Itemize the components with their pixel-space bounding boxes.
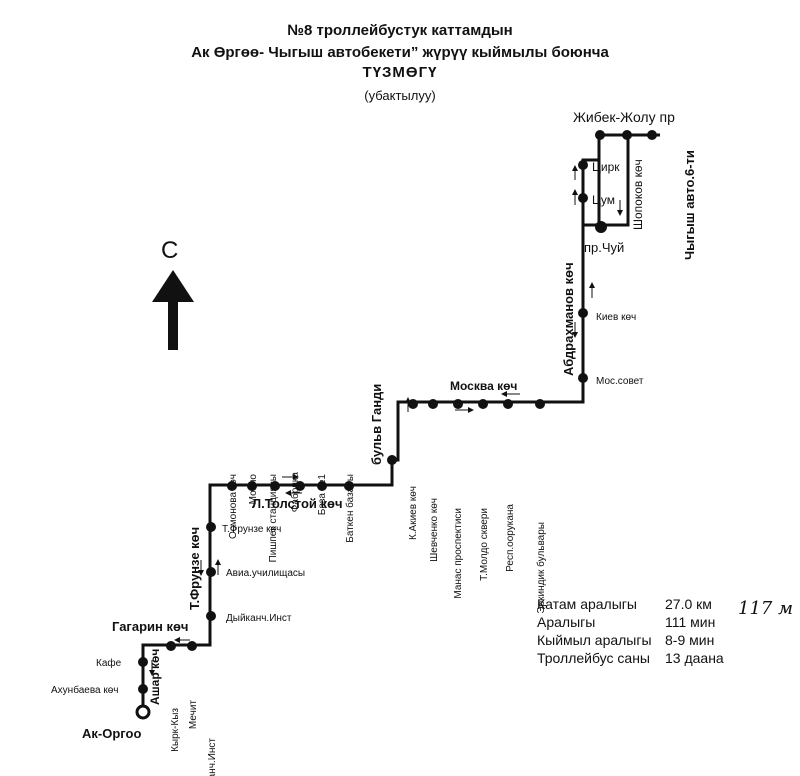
- stop-label-tsirk: Цирк: [592, 160, 620, 174]
- stop-dot: [247, 481, 257, 491]
- stop-dot: [344, 481, 354, 491]
- stop-dot: [595, 130, 605, 140]
- stop-label-batken: Баткен базары: [344, 474, 356, 543]
- street-label-zhibek-zholu: Жибек-Жолу пр: [573, 109, 675, 125]
- street-label-gandi: бульв Ганди: [369, 384, 384, 465]
- terminus-circle: [135, 704, 151, 720]
- stop-dot: [578, 308, 588, 318]
- stop-label-kyrk-kyz: Кырк-Кыз: [170, 708, 181, 752]
- stop-label-osmonova: Осмонова көч: [228, 474, 239, 539]
- stop-label-erkindik: Эркиндик бульвары: [535, 522, 547, 614]
- stop-label-baza1: База №1: [317, 474, 328, 516]
- stop-label-tsum: Цум: [592, 193, 615, 207]
- info-period-value: 111 мин: [665, 614, 716, 630]
- stop-dot: [227, 481, 237, 491]
- title-line-2: Ак Өргөө- Чыгыш автобекети” жүрүү кыймыл…: [191, 44, 609, 61]
- direction-arrows: [149, 165, 623, 676]
- stop-dot: [317, 481, 327, 491]
- info-count-label: Троллейбус саны: [537, 650, 650, 666]
- stop-dot: [206, 522, 216, 532]
- stop-label-mechit: Мечит: [188, 700, 199, 729]
- stop-dot: [647, 130, 657, 140]
- stop-dot: [166, 641, 176, 651]
- info-interval-value: 8-9 мин: [665, 632, 715, 648]
- stop-dot: [578, 160, 588, 170]
- title-subtitle: (убактылуу): [364, 88, 436, 103]
- stop-label-pishpek: Пишпек станциясы: [268, 474, 279, 562]
- stop-dot: [295, 481, 305, 491]
- stop-dot: [270, 481, 280, 491]
- stop-label-resp-oruk: Респ.оорукана: [505, 504, 516, 572]
- stop-label-kafe: Кафе: [96, 657, 122, 669]
- stop-dot: [206, 611, 216, 621]
- stop-dot: [478, 399, 488, 409]
- stop-label-dyikanch-inst-2: Дыйканч.Инст: [207, 738, 218, 776]
- stop-dot: [453, 399, 463, 409]
- info-count-value: 13 даана: [665, 650, 724, 666]
- stop-dots: [138, 130, 657, 694]
- stop-label-ak-orgoo: Ак-Оргоо: [82, 726, 141, 741]
- info-length-value: 27.0 км: [665, 596, 712, 612]
- handwritten-note: 117 м: [738, 598, 794, 619]
- street-label-gagarin: Гагарин көч: [112, 619, 188, 634]
- title-line-3: ТҮЗМӨГҮ: [362, 64, 438, 81]
- info-length: Катам аралыгы 27.0 км: [537, 596, 712, 612]
- stop-dot: [387, 455, 397, 465]
- stop-dot: [503, 399, 513, 409]
- street-label-chuy: пр.Чуй: [584, 240, 624, 255]
- stop-label-dyikanch-inst: Дыйканч.Инст: [226, 613, 292, 624]
- info-count: Троллейбус саны 13 даана: [537, 650, 724, 666]
- compass-letter: С: [161, 237, 178, 264]
- street-label-tolstoy: Л.Толстой көч: [252, 496, 343, 511]
- street-label-frunze: Т.Фрунзе көч: [187, 527, 202, 610]
- street-label-abdrakhmanov: Абдрахманов көч: [561, 262, 576, 376]
- stop-label-mossovet: Мос.совет: [596, 376, 644, 387]
- street-label-shopokov: Шопоков көч: [631, 159, 645, 230]
- stop-label-kiev: Киев көч: [596, 312, 636, 323]
- info-period-label: Аралыгы: [537, 614, 596, 630]
- info-interval-label: Кыймыл аралыгы: [537, 632, 652, 648]
- stop-dot: [535, 399, 545, 409]
- north-arrow-icon: [152, 270, 194, 350]
- stop-label-monjo: Мончо: [248, 474, 259, 505]
- info-length-label: Катам аралыгы: [537, 596, 637, 612]
- stop-label-manas: Манас проспектиси: [453, 508, 464, 599]
- stop-dot: [187, 641, 197, 651]
- street-label-ashar: Ашар көч: [148, 649, 162, 705]
- title-line-1: №8 троллейбустук каттамдын: [287, 22, 513, 39]
- stop-dot: [578, 373, 588, 383]
- info-interval: Кыймыл аралыгы 8-9 мин: [537, 632, 714, 648]
- stop-dot: [578, 193, 588, 203]
- stop-label-t-frunze: Т.Фрунзе көч: [222, 524, 281, 535]
- stop-dot: [138, 657, 148, 667]
- stop-label-akiev: К.Акиев көч: [408, 486, 419, 540]
- street-label-chygysh-avto: Чыгыш авто.6-ти: [682, 150, 697, 260]
- stop-dot: [206, 567, 216, 577]
- stop-dot: [428, 399, 438, 409]
- stop-label-fabrika: Фабрика: [289, 472, 301, 513]
- stop-dot: [408, 399, 418, 409]
- street-label-moskva: Москва көч: [450, 379, 517, 393]
- stop-label-akhunbaeva: Ахунбаева көч: [51, 684, 119, 696]
- stop-label-avia: Авиа.училищасы: [226, 568, 305, 579]
- stop-label-moldo: Т.Молдо сквери: [479, 508, 490, 581]
- stop-dot: [595, 221, 607, 233]
- stop-dot: [138, 684, 148, 694]
- stop-label-shevchenko: Шевченко көч: [429, 498, 440, 562]
- stop-dot: [622, 130, 632, 140]
- info-period: Аралыгы 111 мин: [537, 614, 715, 630]
